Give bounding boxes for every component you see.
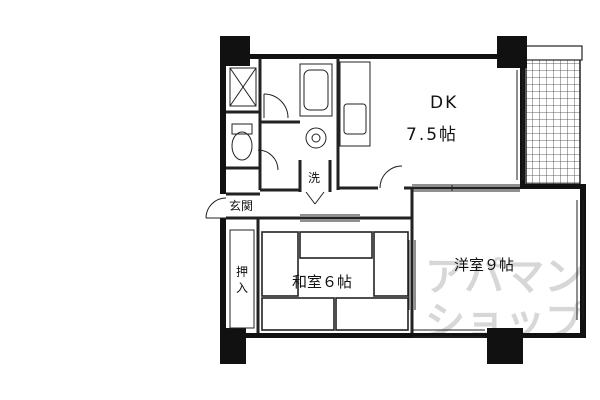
balcony: [525, 45, 583, 185]
dk-name-label: DK: [430, 93, 458, 113]
closet-label-1: 押: [236, 265, 248, 279]
entrance-label: 玄関: [229, 198, 253, 213]
japanese-room-label: 和室６帖: [292, 273, 352, 291]
watermark-line1: アパマン: [425, 254, 584, 300]
fixtures: [205, 61, 584, 338]
exterior-walls: [220, 36, 586, 364]
closet-label-2: 入: [236, 281, 248, 295]
tatami-mats: [261, 231, 409, 331]
interior-walls: [226, 58, 520, 333]
dk-size-label: 7.5帖: [406, 125, 458, 145]
room-labels: DK 7.5帖 洋室９帖 和室６帖 玄関 押 入 洗: [229, 93, 514, 295]
watermark: アパマン ショップ: [425, 254, 585, 345]
western-room-label: 洋室９帖: [454, 256, 514, 274]
laundry-label: 洗: [308, 171, 320, 185]
